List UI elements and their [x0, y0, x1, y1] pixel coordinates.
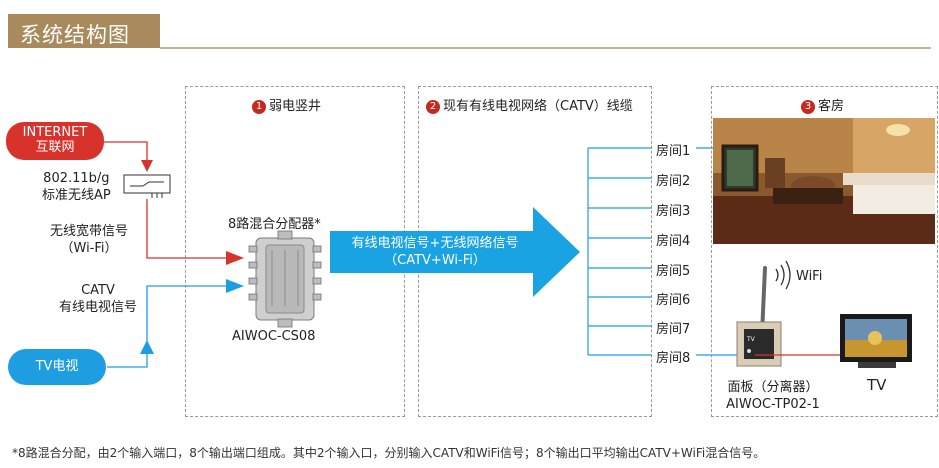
- tv-monitor: [840, 314, 912, 368]
- panel-device: TV: [736, 266, 782, 367]
- room-label-2: 房间2: [656, 174, 691, 189]
- room-label-7: 房间7: [656, 322, 691, 337]
- tv-to-splitter-line: [107, 285, 228, 368]
- ap-to-splitter-line: [146, 199, 228, 259]
- wifi-signal-label: 无线宽带信号 （Wi-Fi）: [50, 224, 129, 256]
- combined-signal-label: 有线电视信号+无线网络信号 （CATV+Wi-Fi）: [351, 236, 519, 268]
- room-label-3: 房间3: [656, 204, 691, 219]
- internet-arrowhead: [141, 160, 153, 172]
- title-divider: [160, 47, 931, 49]
- internet-badge: INTERNET 互联网: [6, 122, 104, 160]
- title-bar: [8, 14, 160, 48]
- footnote: *8路混合分配，由2个输入端口，8个输出端口组成。其中2个输入口，分别输入CAT…: [12, 446, 766, 460]
- section-number-badge: 3: [801, 100, 815, 114]
- ap-label: 802.11b/g 标准无线AP: [42, 171, 111, 203]
- internet-to-ap-line: [89, 141, 148, 162]
- section-room-box: [711, 86, 938, 417]
- room-label-6: 房间6: [656, 293, 691, 308]
- tv-label: TV: [867, 376, 887, 394]
- svg-text:TV: TV: [746, 336, 756, 343]
- wifi-label: WiFi: [796, 269, 823, 284]
- wifi-arrowhead: [226, 251, 244, 265]
- room-label-8: 房间8: [656, 351, 691, 366]
- panel-label: 面板（分离器） AIWOC-TP02-1: [726, 380, 820, 412]
- section-number-badge: 2: [426, 100, 440, 114]
- catv-arrowhead: [226, 279, 244, 293]
- combined-signal-arrow: [330, 207, 580, 297]
- room-label-5: 房间5: [656, 264, 691, 279]
- room-label-4: 房间4: [656, 234, 691, 249]
- ap-device: [123, 174, 171, 194]
- catv-up-arrowhead: [140, 340, 154, 354]
- splitter-device: [248, 230, 322, 328]
- tv-source-badge: TV电视: [8, 349, 106, 385]
- section-number-badge: 1: [252, 100, 266, 114]
- wifi-waves-icon: [775, 260, 791, 290]
- hotel-room-photo: [713, 118, 935, 244]
- splitter-model: AIWOC-CS08: [232, 329, 316, 344]
- room-label-1: 房间1: [656, 144, 691, 159]
- catv-signal-label: CATV 有线电视信号: [58, 283, 137, 315]
- page-title: 系统结构图: [20, 23, 130, 47]
- splitter-title: 8路混合分配器*: [228, 217, 321, 232]
